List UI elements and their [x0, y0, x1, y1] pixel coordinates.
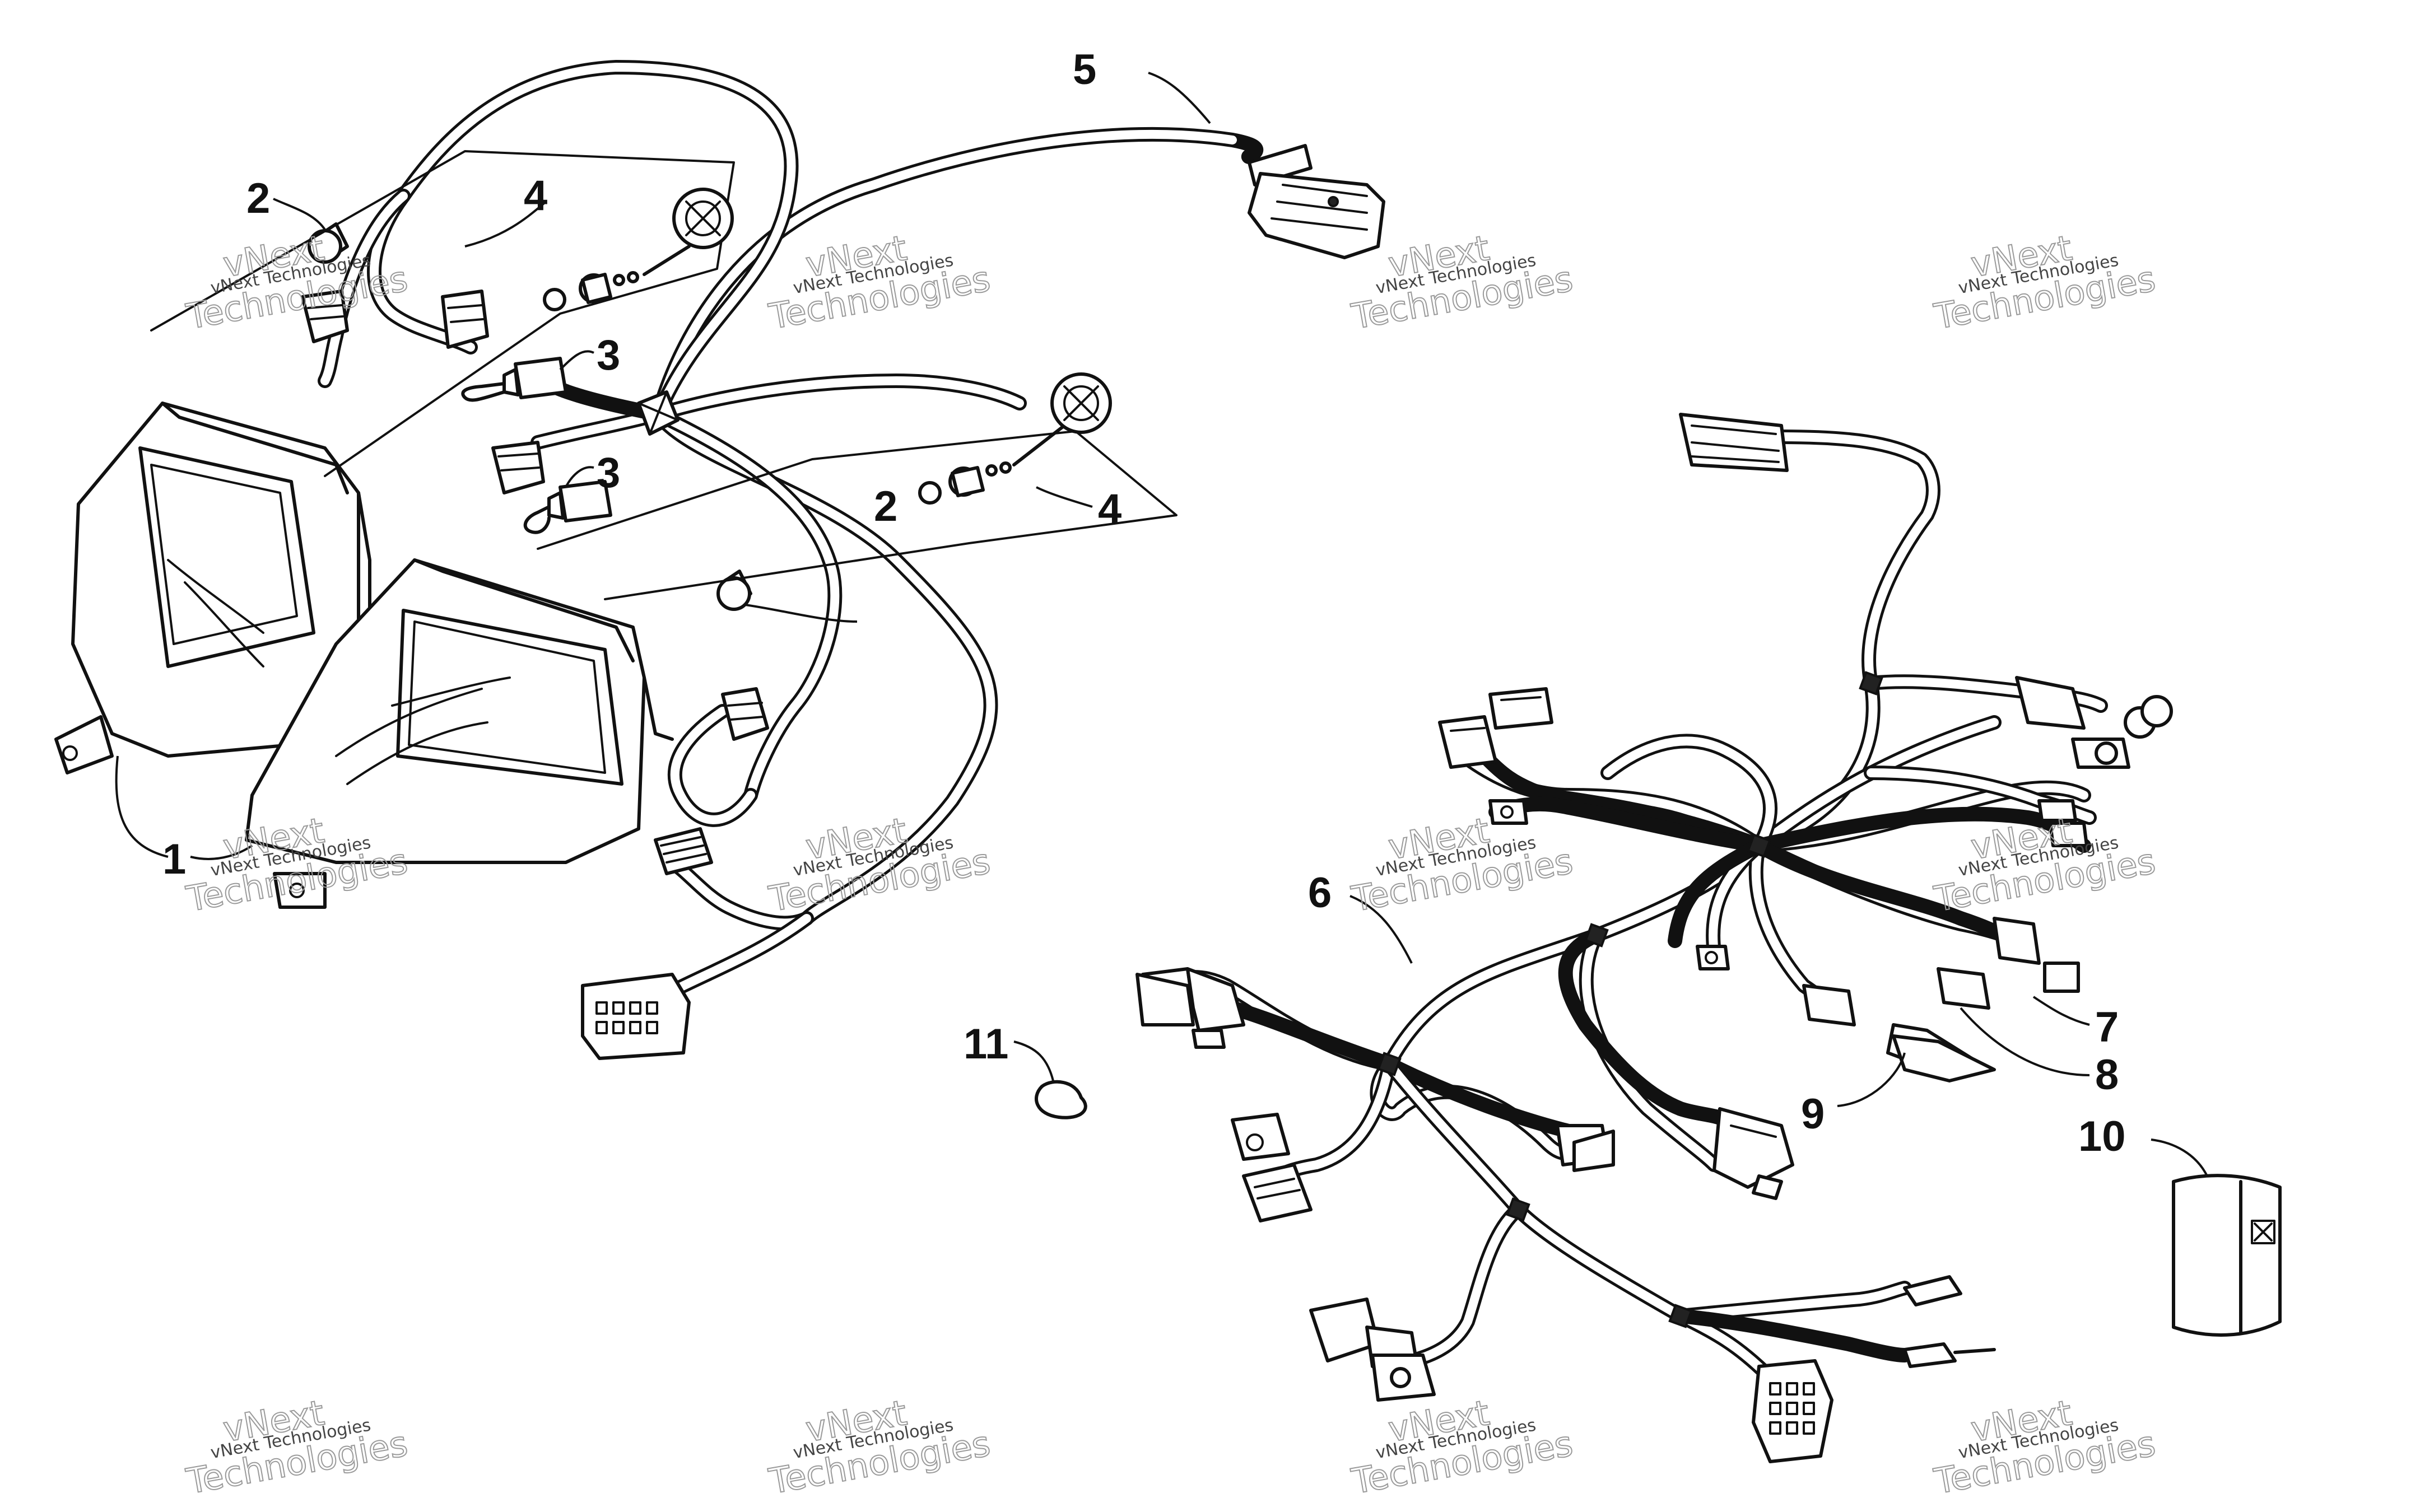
callout-6: 6 [1308, 869, 1332, 917]
headlight-harness [301, 60, 1385, 1060]
callout-3-upper: 3 [597, 332, 620, 379]
callout-9: 9 [1801, 1090, 1825, 1138]
leader-lines [115, 72, 2208, 1177]
callout-2-upper: 2 [246, 175, 270, 222]
bulb-lower [523, 480, 612, 534]
watermark: vNext vNext Technologies Technologies [1930, 227, 2159, 338]
callout-1: 1 [162, 836, 186, 883]
watermark: vNext vNext Technologies Technologies [183, 1392, 411, 1502]
callout-3-lower: 3 [597, 449, 620, 497]
callout-4-lower: 4 [1098, 486, 1121, 533]
callout-5: 5 [1073, 46, 1096, 94]
wire-wrap-sleeve [2172, 1174, 2282, 1337]
bulb-upper [461, 357, 567, 402]
callout-7: 7 [2095, 1004, 2119, 1051]
callout-2-lower: 2 [874, 483, 897, 530]
watermark: vNext vNext Technologies Technologies [1348, 1392, 1576, 1502]
callout-11: 11 [964, 1020, 1008, 1068]
callout-8: 8 [2095, 1051, 2119, 1099]
watermark: vNext vNext Technologies Technologies [183, 809, 411, 920]
adjuster-kit-upper [150, 150, 735, 477]
headlight-right [245, 558, 674, 909]
watermark: vNext vNext Technologies Technologies [765, 227, 994, 338]
callout-4-upper: 4 [524, 172, 547, 220]
callout-10: 10 [2078, 1113, 2126, 1160]
clamp-ring [1035, 1080, 1087, 1119]
adjuster-kit-lower [537, 372, 1178, 600]
main-harness [1135, 413, 2173, 1463]
watermark: vNext vNext Technologies Technologies [1930, 1392, 2159, 1502]
watermark: vNext vNext Technologies Technologies [765, 1392, 994, 1502]
watermark: vNext vNext Technologies Technologies [765, 809, 994, 920]
headlight-left [54, 402, 371, 774]
watermark: vNext vNext Technologies Technologies [1348, 809, 1576, 920]
